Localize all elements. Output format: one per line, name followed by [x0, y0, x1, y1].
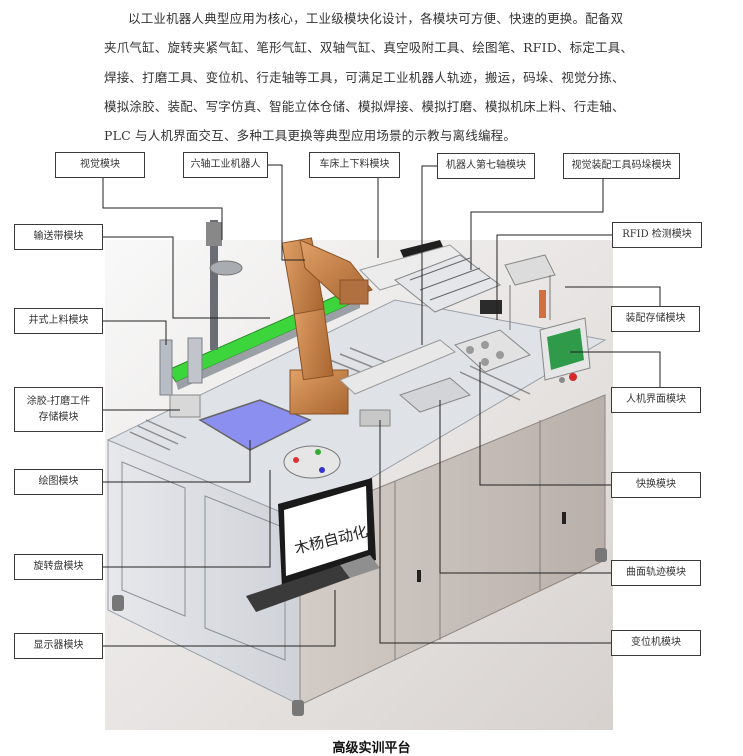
label-vision-assembly-palletizing-module: 视觉装配工具码垛模块 [563, 153, 680, 179]
well-feeding-tube [187, 337, 203, 384]
label-six-axis-robot: 六轴工业机器人 [183, 152, 268, 178]
intro-line-4: 模拟涂胶、装配、写字仿真、智能立体仓储、模拟焊接、模拟打磨、模拟机床上料、行走轴… [104, 99, 625, 114]
drawing-board [198, 399, 312, 451]
quick-change-module [454, 329, 531, 373]
caster-icon [595, 548, 607, 562]
label-drawing-module: 绘图模块 [14, 469, 103, 495]
well-feeding-tube [159, 339, 173, 396]
rotary-table [283, 445, 341, 479]
label-curved-trajectory-module: 曲面轨迹模块 [611, 560, 701, 586]
positioner-module [359, 409, 391, 427]
label-positioner-module: 变位机模块 [611, 630, 701, 656]
intro-line-1: 以工业机器人典型应用为核心，工业级模块化设计，各模块可方便、快速的更换。配备双 [128, 11, 624, 26]
vision-column [210, 220, 218, 350]
label-display-module: 显示器模块 [14, 633, 103, 659]
keyboard [246, 565, 350, 612]
label-seventh-axis-module: 机器人第七轴模块 [437, 153, 535, 179]
caster-icon [112, 595, 124, 611]
hmi-screen [547, 328, 584, 370]
label-hmi-module: 人机界面模块 [611, 387, 701, 413]
intro-line-5: PLC 与人机界面交互、多种工具更换等典型应用场景的示教与离线编程。 [104, 128, 517, 143]
curved-trajectory-module [399, 377, 471, 413]
estop-button-icon [569, 373, 577, 381]
caster-icon [292, 700, 304, 716]
label-conveyor-module: 输送带模块 [14, 224, 103, 250]
label-lathe-loading-module: 车床上下料模块 [309, 152, 400, 178]
label-line-2: 存储模块 [38, 411, 79, 423]
label-assembly-storage-module: 装配存储模块 [611, 306, 700, 332]
seventh-axis-rail [339, 339, 456, 395]
label-rfid-module: RFID 检测模块 [612, 222, 702, 248]
label-line-1: 涂胶-打磨工件 [26, 395, 91, 407]
intro-line-3: 焊接、打磨工具、变位机、行走轴等工具，可满足工业机器人轨迹，搬运，码垛、视觉分拣… [104, 70, 625, 85]
label-vision-module: 视觉模块 [55, 152, 145, 178]
label-well-feeding-module: 井式上料模块 [14, 308, 103, 334]
six-axis-robot [281, 237, 373, 415]
figure-caption: 高级实训平台 [332, 741, 411, 756]
assembly-storage [504, 254, 556, 286]
glue-polish-storage [169, 394, 201, 418]
label-glue-polish-storage-module: 涂胶-打磨工件 存储模块 [14, 387, 103, 432]
signal-tower [539, 290, 546, 318]
label-quick-change-module: 快换模块 [611, 472, 701, 498]
intro-line-2: 夹爪气缸、旋转夹紧气缸、笔形气缸、双轴气缸、真空吸附工具、绘图笔、RFID、标定… [104, 40, 634, 55]
label-rotary-table-module: 旋转盘模块 [14, 554, 103, 580]
rfid-reader [480, 300, 502, 314]
leader-lines [102, 164, 661, 647]
